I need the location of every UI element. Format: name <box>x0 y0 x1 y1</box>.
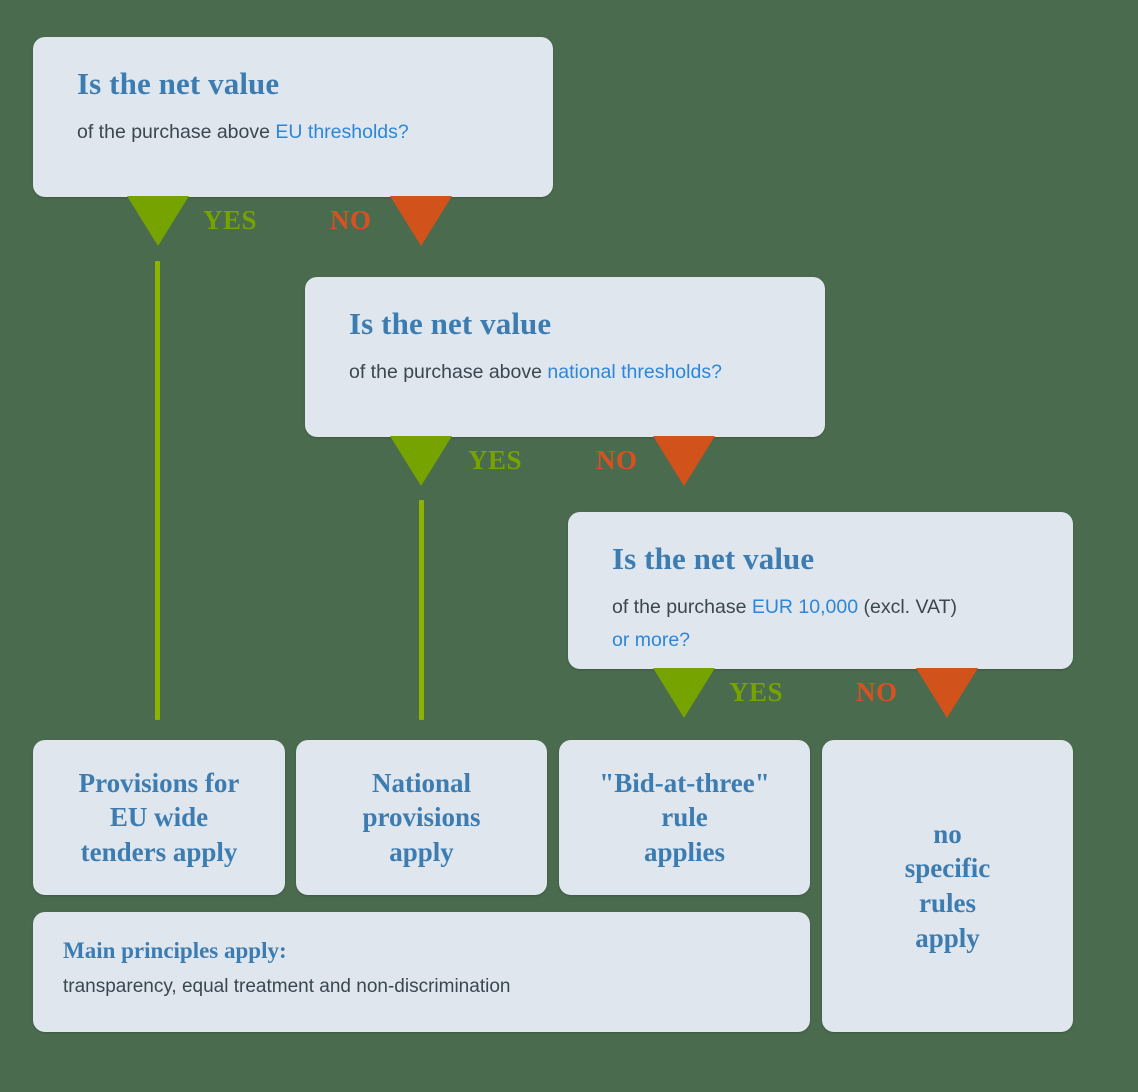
result-text: Provisions for EU wide tenders apply <box>78 767 240 867</box>
question-card-eur-10000: Is the net value of the purchase EUR 10,… <box>568 512 1073 669</box>
yes-label-2: YES <box>468 445 523 475</box>
yes-arrow-icon-1 <box>127 196 189 246</box>
yes-label-3: YES <box>729 677 784 707</box>
question-card-national-threshold: Is the net value of the purchase above n… <box>305 277 825 437</box>
question-card-eu-threshold: Is the net value of the purchase above E… <box>33 37 553 197</box>
result-text: no specific rules apply <box>904 818 991 953</box>
connector-line-national <box>419 500 424 720</box>
no-label-2: NO <box>596 445 638 475</box>
main-principles-body: transparency, equal treatment and non-di… <box>63 976 511 997</box>
question-body-suffix: (excl. VAT) <box>858 595 958 618</box>
question-body: of the purchase EUR 10,000 (excl. VAT) or… <box>612 591 1029 658</box>
result-card-eu-wide: Provisions for EU wide tenders apply <box>33 740 285 895</box>
question-body-highlight: national thresholds? <box>547 360 722 383</box>
question-body-line2: or more? <box>612 629 691 652</box>
question-body-prefix: of the purchase above <box>349 360 548 383</box>
question-heading: Is the net value <box>612 541 815 576</box>
question-body: of the purchase above national threshold… <box>349 356 781 390</box>
yes-arrow-icon-2 <box>390 436 452 486</box>
no-arrow-icon-3 <box>916 668 978 718</box>
question-body-highlight: EUR 10,000 <box>751 595 859 618</box>
no-arrow-icon-1 <box>390 196 452 246</box>
question-heading: Is the net value <box>349 306 552 341</box>
main-principles-card: Main principles apply: transparency, equ… <box>33 912 810 1032</box>
yes-arrow-icon-3 <box>653 668 715 718</box>
result-text: National provisions apply <box>362 767 481 867</box>
result-card-national: National provisions apply <box>296 740 547 895</box>
question-body-prefix: of the purchase above <box>77 120 276 143</box>
result-card-bid-at-three: "Bid-at-three" rule applies <box>559 740 810 895</box>
result-text: "Bid-at-three" rule applies <box>599 767 770 867</box>
main-principles-heading: Main principles apply: <box>63 938 287 963</box>
question-body: of the purchase above EU thresholds? <box>77 116 509 150</box>
question-body-highlight: EU thresholds? <box>275 120 409 143</box>
question-heading: Is the net value <box>77 66 280 101</box>
no-label-1: NO <box>330 205 372 235</box>
connector-line-eu-wide <box>155 261 160 720</box>
no-arrow-icon-2 <box>653 436 715 486</box>
question-body-prefix: of the purchase <box>612 595 752 618</box>
no-label-3: NO <box>856 677 898 707</box>
result-card-no-rules: no specific rules apply <box>822 740 1073 1032</box>
yes-label-1: YES <box>203 205 258 235</box>
